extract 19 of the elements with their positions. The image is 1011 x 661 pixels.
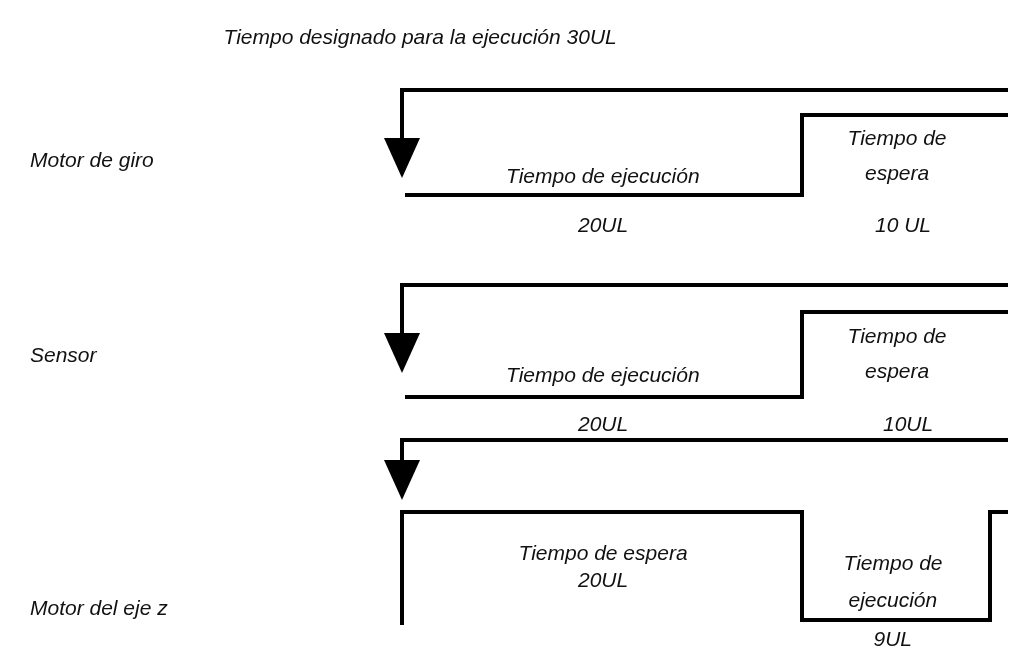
diagram-title: Tiempo designado para la ejecución 30UL: [223, 24, 617, 50]
duration-label: 9UL: [873, 626, 913, 652]
phase-label: ejecución: [848, 587, 938, 613]
duration-label: 20UL: [578, 567, 629, 593]
signal-name: Sensor: [30, 342, 97, 368]
duration-label: 20UL: [578, 411, 629, 437]
phase-label: Tiempo de ejecución: [506, 163, 700, 189]
duration-label: 20UL: [578, 212, 629, 238]
signal-name: Motor de giro: [30, 147, 154, 173]
signal-name: Motor del eje z: [30, 595, 168, 621]
duration-label: 10UL: [883, 411, 934, 437]
phase-label: Tiempo de: [847, 125, 947, 151]
phase-label: espera: [865, 160, 930, 186]
phase-label: espera: [865, 358, 930, 384]
phase-label: Tiempo de espera: [518, 540, 688, 566]
phase-label: Tiempo de: [847, 323, 947, 349]
phase-label: Tiempo de: [843, 550, 943, 576]
phase-label: Tiempo de ejecución: [506, 362, 700, 388]
duration-label: 10 UL: [875, 212, 932, 238]
